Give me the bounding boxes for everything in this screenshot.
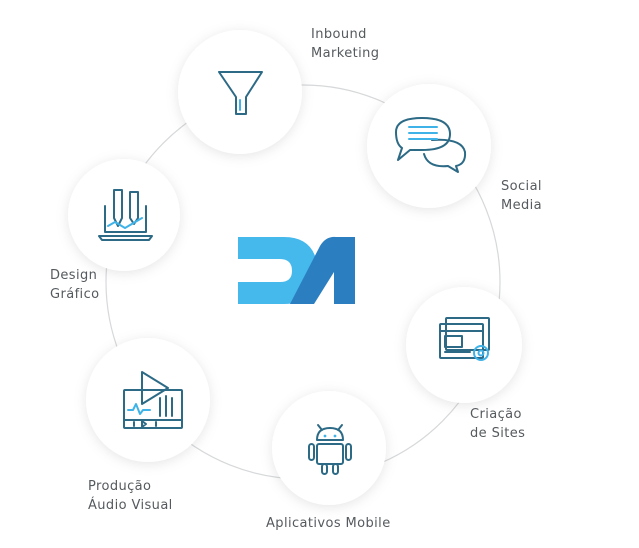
android-icon — [308, 424, 352, 475]
label-sites-line-1: Criação — [470, 407, 522, 422]
media-player-icon — [123, 371, 183, 429]
node-design-circle — [68, 159, 180, 271]
browser-gear-icon — [439, 317, 490, 361]
label-audio-line-1: Produção — [88, 479, 152, 494]
label-design: Design Gráfico — [50, 266, 99, 304]
node-sites-circle — [406, 287, 522, 403]
node-mobile-circle — [272, 391, 386, 505]
node-design — [68, 159, 180, 271]
label-social-line-1: Social — [501, 179, 542, 194]
design-tools-icon — [98, 189, 153, 241]
node-sites — [406, 287, 522, 403]
label-audio-line-2: Áudio Visual — [88, 498, 173, 513]
label-social: Social Media — [501, 177, 542, 215]
node-inbound-circle — [178, 30, 302, 154]
node-inbound — [178, 30, 302, 154]
label-sites: Criação de Sites — [470, 405, 525, 443]
node-mobile — [272, 391, 386, 505]
label-design-line-2: Gráfico — [50, 287, 100, 302]
label-social-line-2: Media — [501, 198, 543, 213]
dm-logo-m — [290, 236, 355, 304]
chat-bubbles-icon — [395, 117, 467, 173]
label-design-line-1: Design — [50, 268, 98, 283]
label-inbound-line-1: Inbound — [311, 27, 367, 42]
node-audio — [86, 338, 210, 462]
label-sites-line-2: de Sites — [470, 426, 526, 441]
node-social — [367, 84, 491, 208]
funnel-icon — [218, 71, 263, 115]
label-inbound: Inbound Marketing — [311, 25, 379, 63]
dm-logo-d — [238, 237, 318, 304]
dm-logo — [238, 236, 355, 304]
label-mobile: Aplicativos Mobile — [266, 514, 391, 533]
node-social-circle — [367, 84, 491, 208]
label-inbound-line-2: Marketing — [311, 46, 380, 61]
label-mobile-line-1: Aplicativos Mobile — [266, 516, 391, 531]
label-audio: Produção Áudio Visual — [88, 477, 173, 515]
